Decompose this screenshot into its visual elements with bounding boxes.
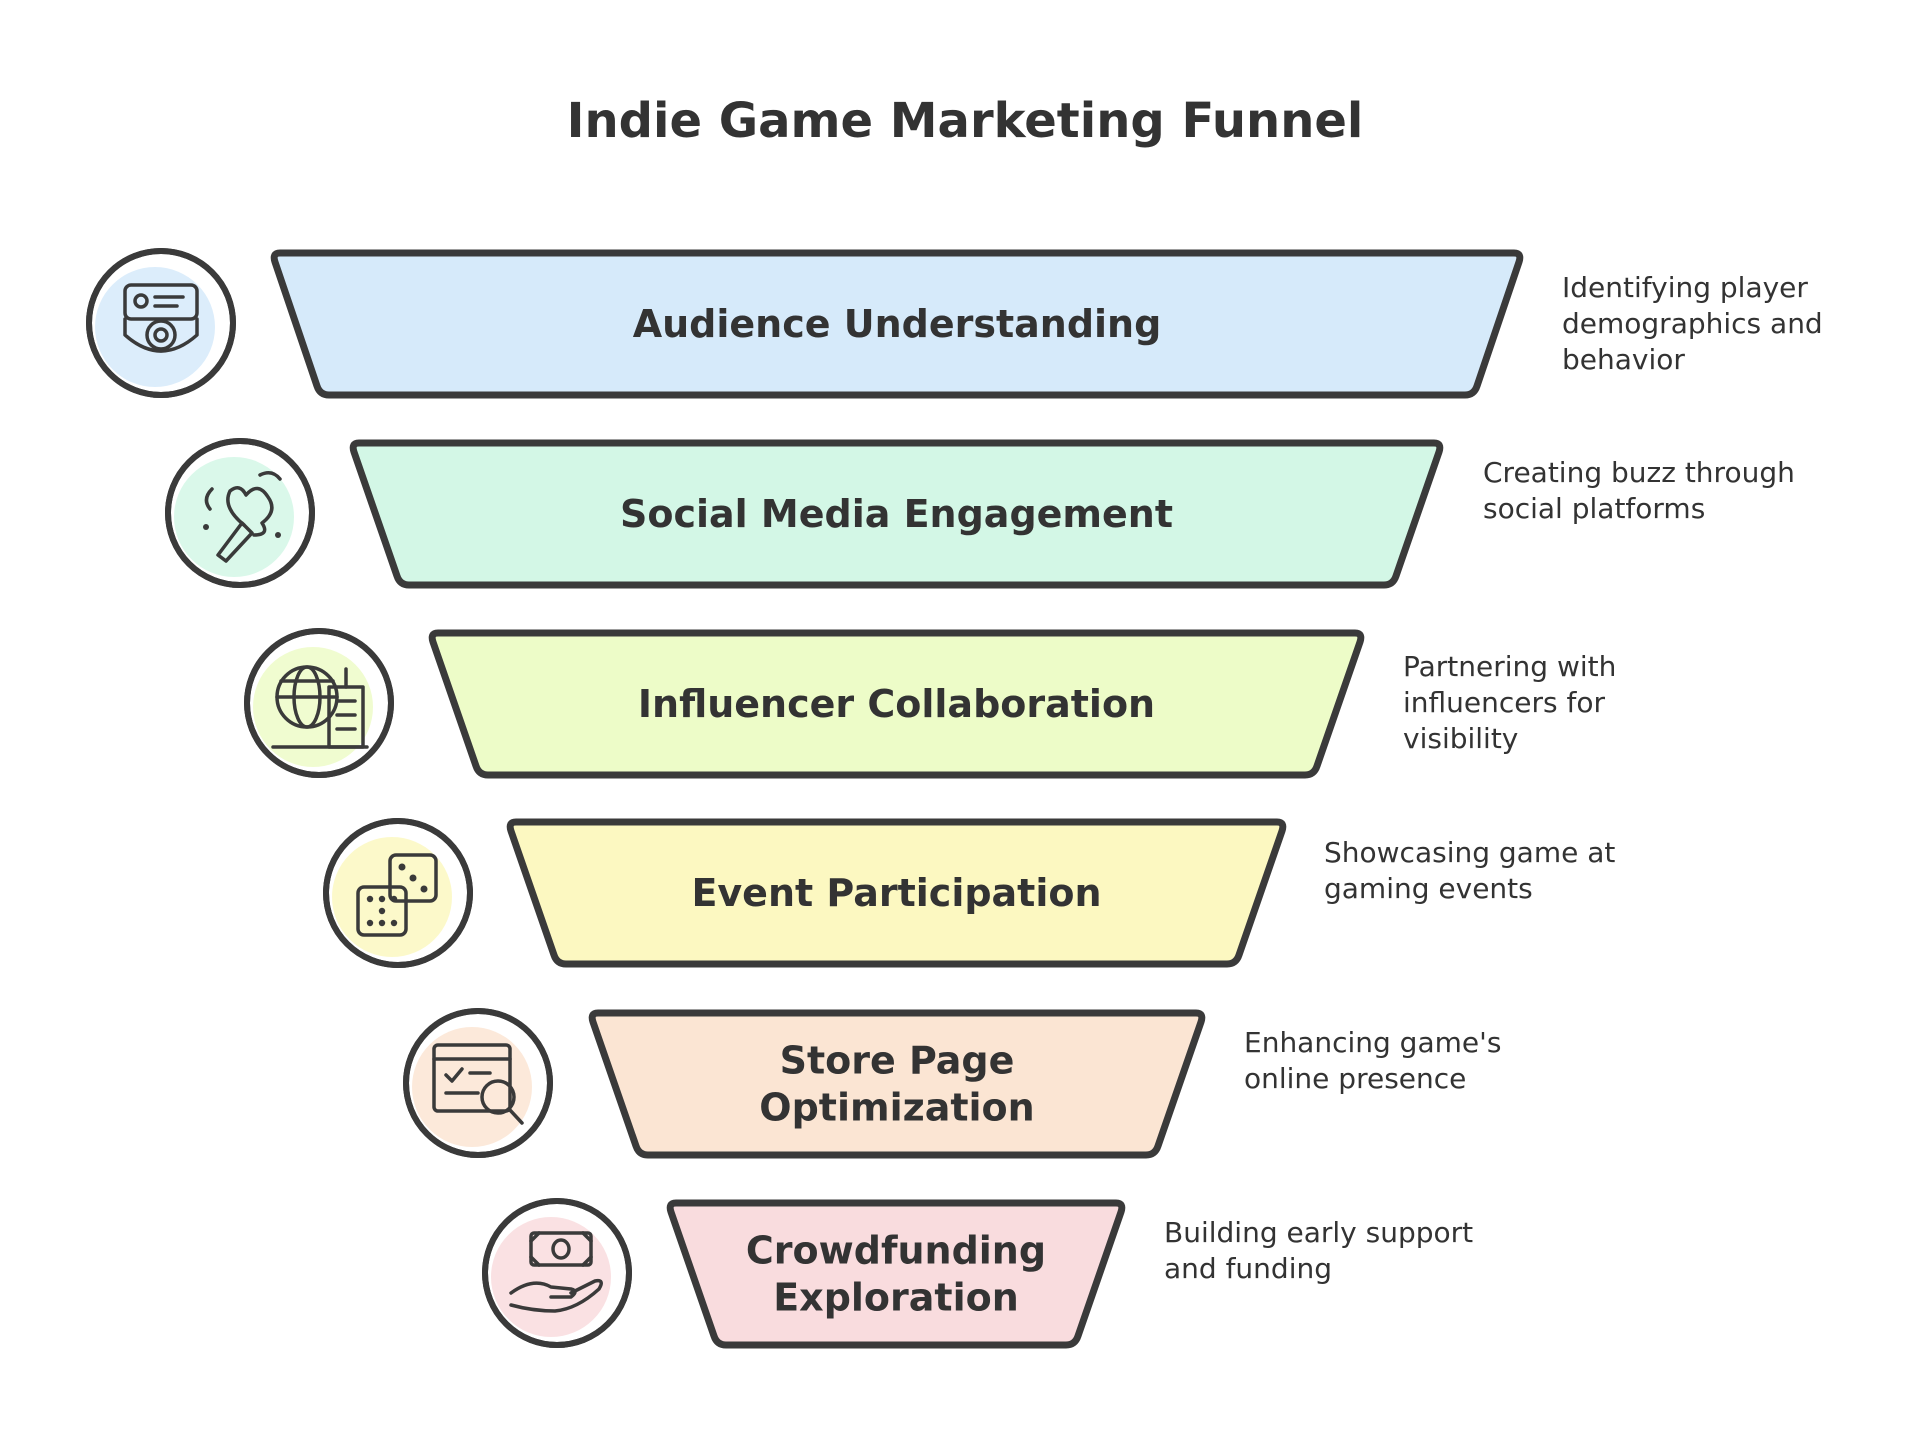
stage-band	[668, 1203, 1124, 1345]
stage-band-outline	[588, 1009, 1206, 1159]
stage-description-line: social platforms	[1483, 492, 1705, 525]
stage-label-line: Store Page	[780, 1039, 1015, 1083]
stage-band	[508, 822, 1285, 964]
stage-label-line: Social Media Engagement	[620, 492, 1173, 536]
diagram-title: Indie Game Marketing Funnel	[567, 93, 1364, 149]
party-popper-icon	[165, 438, 315, 588]
stage-description-line: gaming events	[1324, 872, 1533, 905]
stage-label: Event Participation	[691, 871, 1101, 915]
stage-description-line: demographics and	[1562, 307, 1823, 340]
money-hand-icon	[482, 1198, 632, 1348]
stage-band-outline	[270, 249, 1524, 399]
audience-camera-icon	[86, 248, 236, 398]
stage-label: Audience Understanding	[633, 302, 1162, 346]
stage-description-line: Enhancing game's	[1244, 1026, 1501, 1059]
stage-label-line: Influencer Collaboration	[638, 682, 1155, 726]
stage-label-line: Crowdfunding	[746, 1229, 1046, 1273]
stage-description-line: Creating buzz through	[1483, 456, 1795, 489]
stage-label-line: Optimization	[759, 1086, 1034, 1130]
stage-description-line: online presence	[1244, 1062, 1466, 1095]
browser-search-icon	[403, 1008, 553, 1158]
globe-city-icon	[244, 628, 394, 778]
stage-description-line: and funding	[1164, 1252, 1332, 1285]
stage-label: Influencer Collaboration	[638, 682, 1155, 726]
stage-band-outline	[666, 1199, 1126, 1349]
stage-band	[590, 1013, 1204, 1155]
stage-description-line: Identifying player	[1562, 271, 1808, 304]
stage-label-line: Audience Understanding	[633, 302, 1162, 346]
stage-description-line: Showcasing game at	[1324, 836, 1615, 869]
stage-description-line: Building early support	[1164, 1216, 1473, 1249]
stage-band-outline	[428, 629, 1365, 779]
dice-icon	[323, 818, 473, 968]
stage-description-line: behavior	[1562, 343, 1685, 376]
stage-label: Social Media Engagement	[620, 492, 1173, 536]
stage-description-line: visibility	[1403, 722, 1518, 755]
funnel-stage: Audience Understanding Identifying player…	[86, 248, 1823, 399]
stage-label-line: Event Participation	[691, 871, 1101, 915]
stage-band	[430, 633, 1363, 775]
stage-description-line: influencers for	[1403, 686, 1605, 719]
funnel-stage: Social Media Engagement Creating buzz thr…	[165, 438, 1795, 589]
stage-band	[272, 253, 1522, 395]
stage-description-line: Partnering with	[1403, 650, 1616, 683]
stage-band-outline	[349, 439, 1444, 589]
stage-band-outline	[506, 818, 1287, 968]
funnel-stages: Audience Understanding Identifying player…	[86, 248, 1823, 1349]
stage-label-line: Exploration	[773, 1276, 1019, 1320]
stage-band	[351, 443, 1442, 585]
